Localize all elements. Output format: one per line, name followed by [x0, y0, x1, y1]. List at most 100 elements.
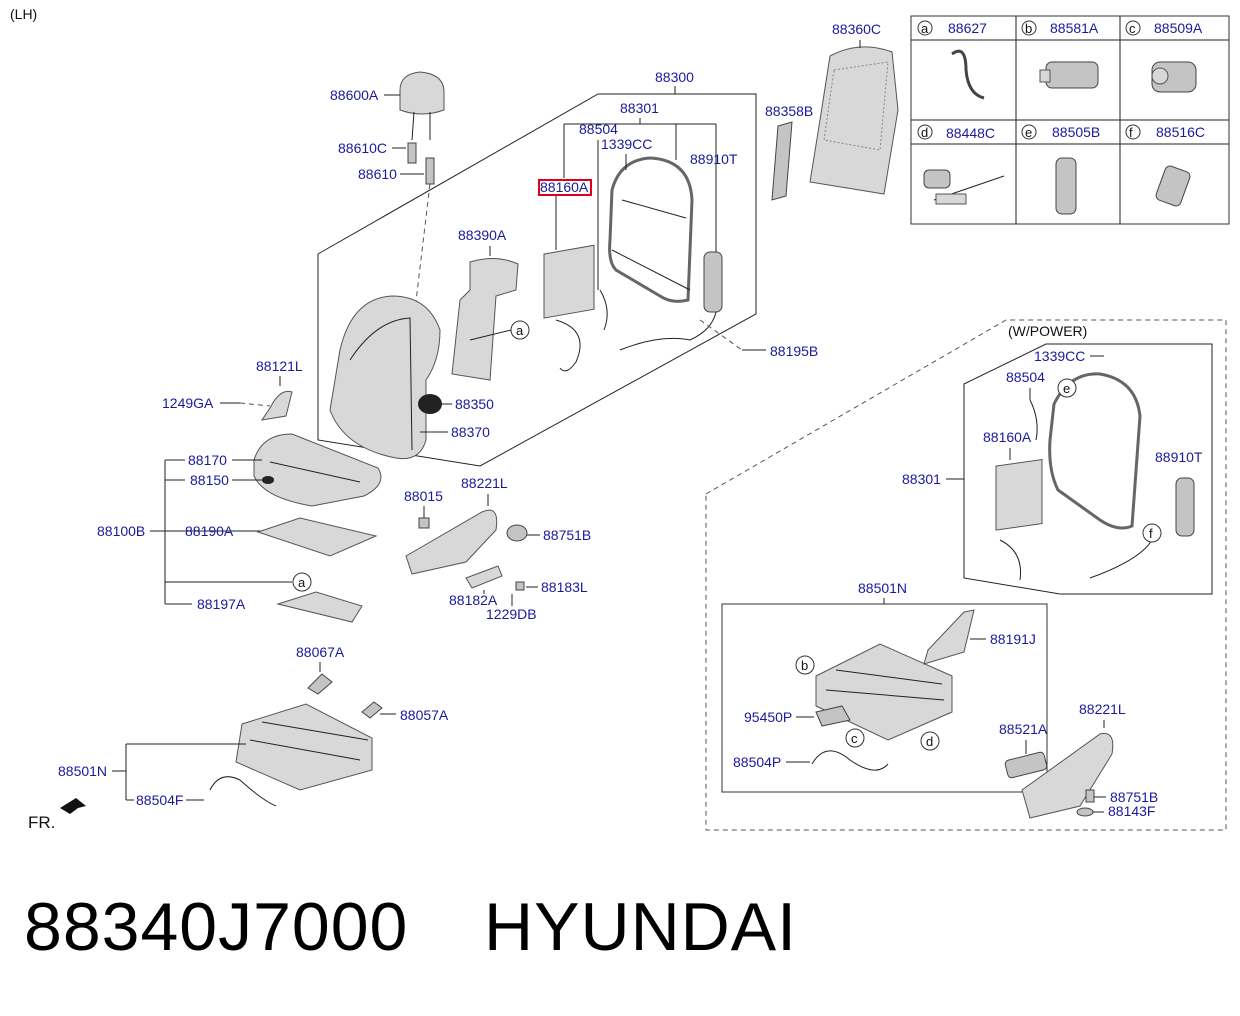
- legend-cell-a[interactable]: a 88627: [917, 20, 987, 100]
- part-label-1229DB[interactable]: 1229DB: [486, 606, 537, 622]
- part-label-88100B[interactable]: 88100B: [97, 523, 145, 539]
- part-label-88501N[interactable]: 88501N: [58, 763, 107, 779]
- highlight-box: [538, 179, 592, 196]
- part-label-88015[interactable]: 88015: [404, 488, 443, 504]
- lumbar-support-88160A[interactable]: [543, 244, 595, 372]
- switch-88521A[interactable]: [1004, 751, 1048, 779]
- back-board-88360C[interactable]: [809, 46, 899, 195]
- w-part-label-88521A[interactable]: 88521A: [999, 721, 1048, 737]
- part-label-88610C[interactable]: 88610C: [338, 140, 387, 156]
- part-label-88195B[interactable]: 88195B: [770, 343, 818, 359]
- w-part-label-88301[interactable]: 88301: [902, 471, 941, 487]
- assembly-line: [239, 402, 271, 407]
- part-label-88504F[interactable]: 88504F: [136, 792, 183, 808]
- part-label-88301[interactable]: 88301: [620, 100, 659, 116]
- legend-part: 88516C: [1156, 124, 1205, 140]
- backrest-frame[interactable]: [599, 156, 723, 351]
- callout-e[interactable]: [1057, 378, 1077, 398]
- w-part-label-88501N[interactable]: 88501N: [858, 580, 907, 596]
- w-part-label-88221L[interactable]: 88221L: [1079, 701, 1126, 717]
- part-label-88910T[interactable]: 88910T: [690, 151, 738, 167]
- power-seat-track[interactable]: [815, 643, 953, 741]
- part-label-88121L[interactable]: 88121L: [256, 358, 303, 374]
- wire-icon: [951, 49, 985, 100]
- leader-line: [469, 329, 512, 341]
- part-label-88600A[interactable]: 88600A: [330, 87, 379, 103]
- callout-b[interactable]: [795, 655, 815, 675]
- backrest-pad[interactable]: [451, 258, 519, 381]
- part-label-88504[interactable]: 88504: [579, 121, 618, 137]
- legend-cell-c[interactable]: c 88509A: [1125, 20, 1203, 93]
- knob-88751B[interactable]: [506, 524, 528, 542]
- part-label-88221L[interactable]: 88221L: [461, 475, 508, 491]
- headrest[interactable]: [399, 71, 445, 141]
- legend-cell-e[interactable]: e 88505B: [1021, 124, 1100, 215]
- trim-88358B[interactable]: [771, 121, 793, 201]
- part-label-88190A[interactable]: 88190A: [185, 523, 234, 539]
- legend-cell-b[interactable]: b 88581A: [1021, 20, 1099, 89]
- side-cover-88121L[interactable]: [260, 390, 293, 421]
- legend-part: 88627: [948, 20, 987, 36]
- part-label-88182A[interactable]: 88182A: [449, 592, 498, 608]
- part-label-88150[interactable]: 88150: [190, 472, 229, 488]
- cover-88143F[interactable]: [1076, 807, 1094, 817]
- part-label-1249GA[interactable]: 1249GA: [162, 395, 214, 411]
- svg-text:b: b: [1025, 21, 1032, 36]
- callout-d[interactable]: [920, 731, 940, 751]
- w-part-label-88504P[interactable]: 88504P: [733, 754, 781, 770]
- svg-text:f: f: [1129, 125, 1133, 140]
- side-shield-88221L[interactable]: [405, 509, 498, 575]
- part-label-88300[interactable]: 88300: [655, 69, 694, 85]
- harness-88504P[interactable]: [811, 750, 889, 771]
- lever-88182A[interactable]: [465, 565, 503, 589]
- seat-plate-88197A[interactable]: [276, 591, 363, 623]
- module-95450P[interactable]: [815, 705, 851, 727]
- seat-track-88501N[interactable]: [209, 703, 373, 807]
- w-part-label-88160A[interactable]: 88160A: [983, 429, 1032, 445]
- callout-a-seat[interactable]: [292, 572, 312, 592]
- headrest-guide-88610C: [407, 142, 417, 164]
- motor-icon: [1039, 61, 1099, 89]
- part-label-1339CC[interactable]: 1339CC: [601, 136, 652, 152]
- part-label-88350[interactable]: 88350: [455, 396, 494, 412]
- svg-text:c: c: [1129, 21, 1136, 36]
- callout-label: a: [516, 323, 524, 338]
- motor-assembly-icon: [923, 169, 1005, 205]
- part-label-88160A[interactable]: 88160A: [540, 179, 589, 195]
- part-label-88197A[interactable]: 88197A: [197, 596, 246, 612]
- w-part-label-95450P[interactable]: 95450P: [744, 709, 792, 725]
- part-label-88170[interactable]: 88170: [188, 452, 227, 468]
- callout-c[interactable]: [845, 728, 865, 748]
- motor-icon: [1151, 61, 1197, 93]
- part-label-88183L[interactable]: 88183L: [541, 579, 588, 595]
- w-part-label-88910T[interactable]: 88910T: [1155, 449, 1203, 465]
- part-label-88067A[interactable]: 88067A: [296, 644, 345, 660]
- part-label-88610[interactable]: 88610: [358, 166, 397, 182]
- part-label-88360C[interactable]: 88360C: [832, 21, 881, 37]
- part-label-88751B[interactable]: 88751B: [543, 527, 591, 543]
- power-backrest-frame[interactable]: [995, 372, 1195, 581]
- legend-cell-d[interactable]: d 88448C: [917, 124, 1005, 205]
- part-label-88358B[interactable]: 88358B: [765, 103, 813, 119]
- bracket-88191J[interactable]: [923, 609, 975, 665]
- w-part-label-1339CC[interactable]: 1339CC: [1034, 348, 1085, 364]
- w-part-label-88191J[interactable]: 88191J: [990, 631, 1036, 647]
- w-part-label-88751B[interactable]: 88751B: [1110, 789, 1158, 805]
- headrest-guide-88610: [425, 157, 435, 185]
- w-part-label-88504[interactable]: 88504: [1006, 369, 1045, 385]
- w-part-label-88143F[interactable]: 88143F: [1108, 803, 1155, 819]
- legend-cell-f[interactable]: f 88516C: [1125, 124, 1205, 207]
- seat-pad-88190A[interactable]: [256, 517, 378, 557]
- callout-f[interactable]: [1142, 523, 1162, 543]
- part-label-88370[interactable]: 88370: [451, 424, 490, 440]
- front-arrow-icon: [60, 798, 86, 814]
- backrest-cover[interactable]: [329, 295, 442, 460]
- knob-88751B-power[interactable]: [1085, 789, 1095, 803]
- part-label-88390A[interactable]: 88390A: [458, 227, 507, 243]
- seat-cushion[interactable]: [253, 433, 382, 507]
- legend-part: 88448C: [946, 125, 995, 141]
- part-label-88057A[interactable]: 88057A: [400, 707, 449, 723]
- motor-icon: [1155, 165, 1191, 207]
- power-side-shield[interactable]: [1021, 732, 1114, 819]
